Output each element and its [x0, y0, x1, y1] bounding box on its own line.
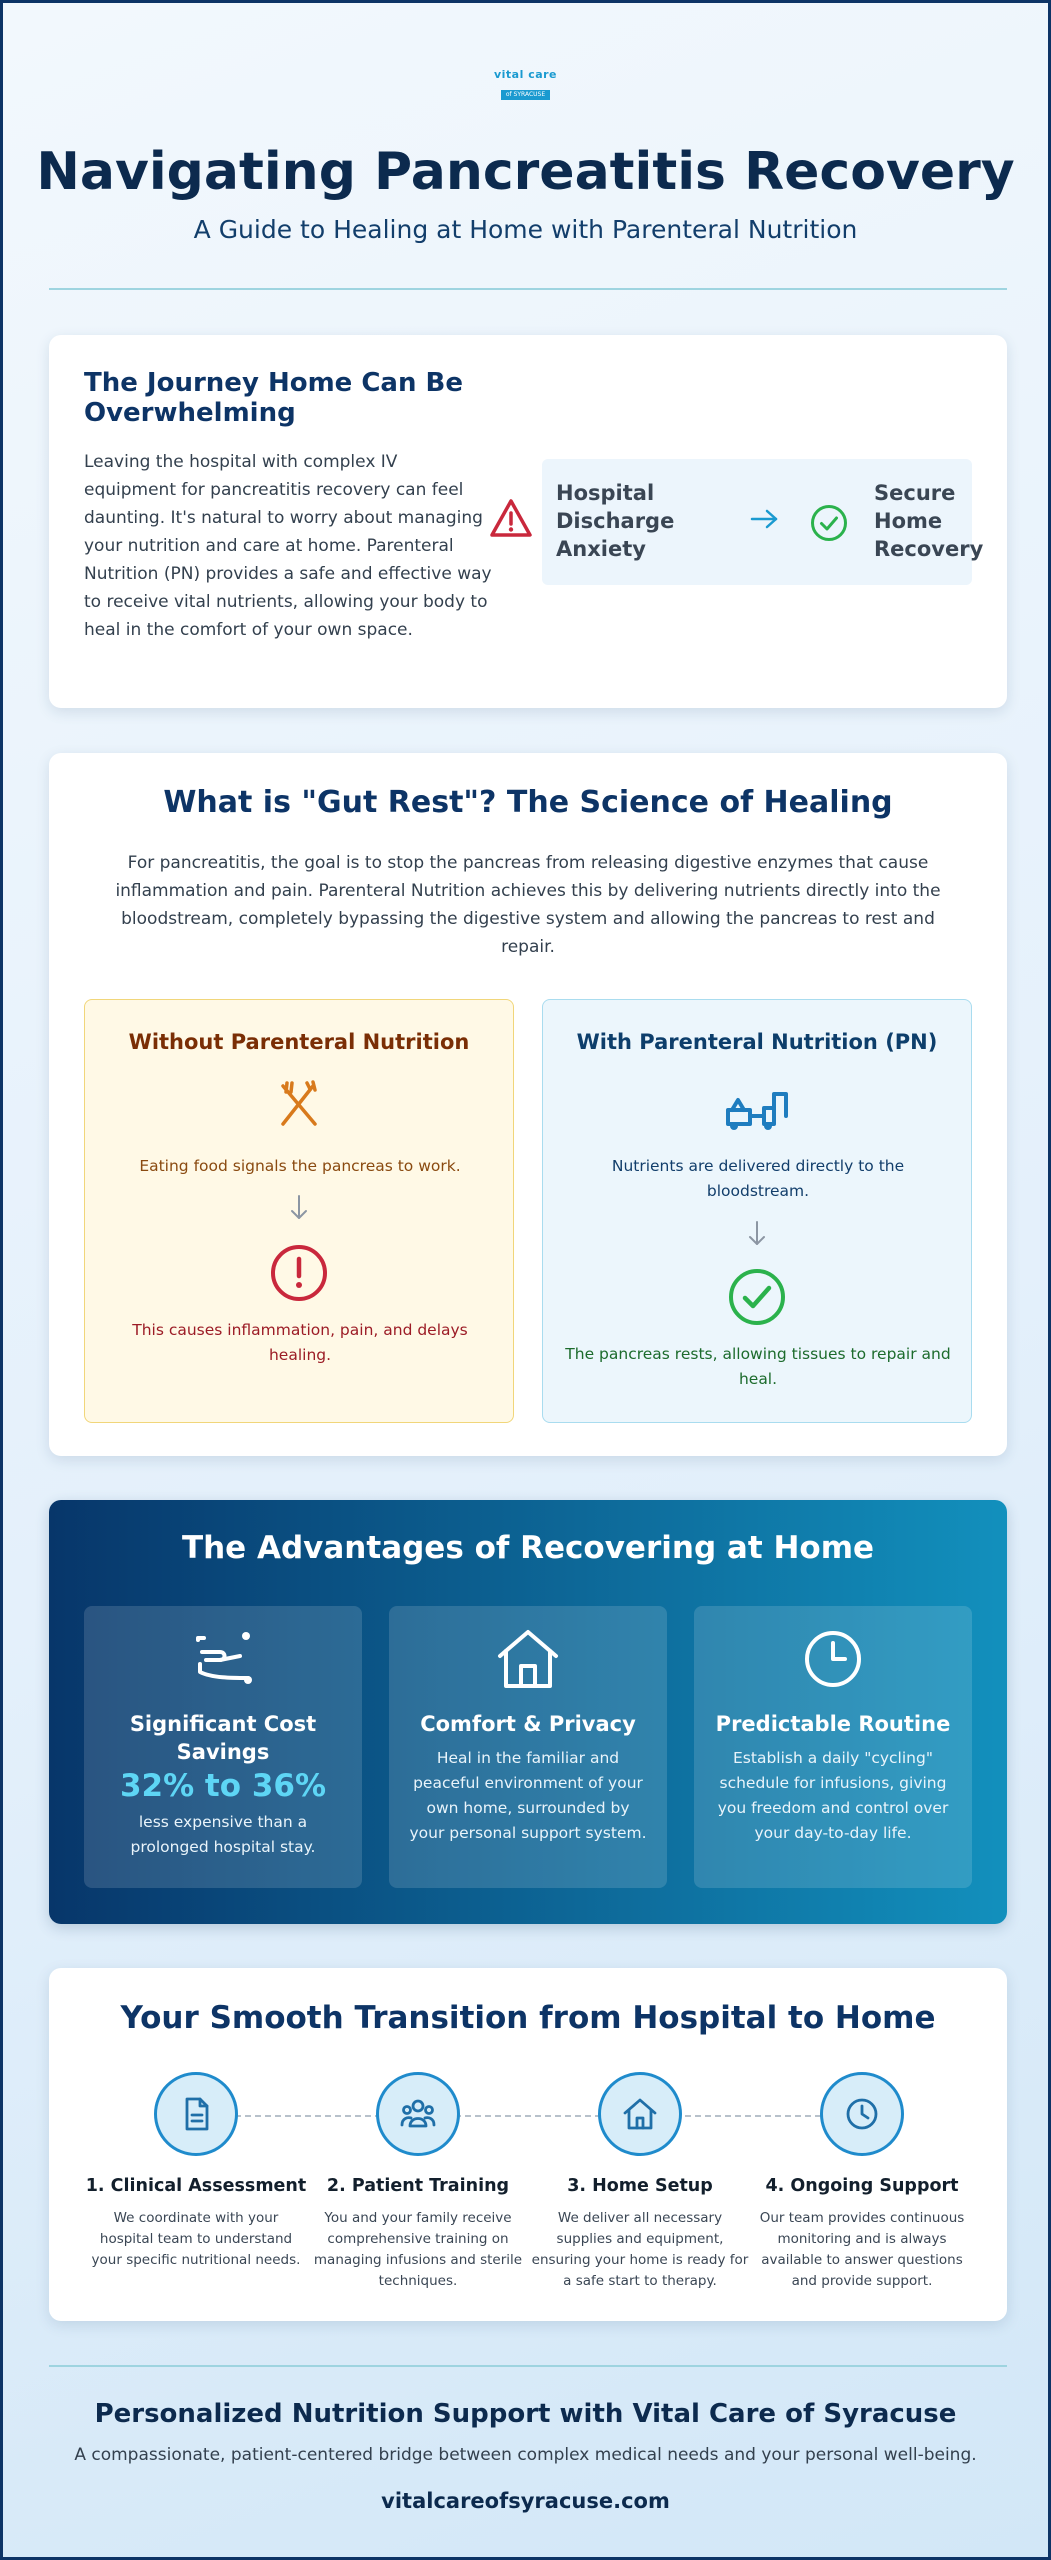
check-circle-icon	[809, 503, 849, 547]
clock-icon	[846, 2098, 878, 2130]
users-icon	[400, 2099, 436, 2128]
advantage-name: Predictable Routine	[715, 1712, 951, 1736]
clock-icon	[694, 1628, 972, 1694]
journey-card: The Journey Home Can Be Overwhelming Lea…	[49, 335, 1007, 708]
alert-circle-icon	[85, 1243, 513, 1307]
step-circle	[820, 2072, 904, 2156]
flow-to-label: Secure Home Recovery	[874, 481, 984, 561]
without-pn-step1: Eating food signals the pancreas to work…	[139, 1157, 461, 1175]
footer-title: Personalized Nutrition Support with Vita…	[94, 2399, 957, 2429]
journey-title: The Journey Home Can Be Overwhelming	[84, 368, 463, 428]
with-pn-step2: The pancreas rests, allowing tissues to …	[565, 1345, 951, 1388]
advantages-title: The Advantages of Recovering at Home	[181, 1530, 875, 1566]
utensils-crossed-icon	[85, 1080, 513, 1132]
advantage-predictable-routine: Predictable Routine Establish a daily "c…	[694, 1606, 972, 1888]
cost-savings-stat: 32% to 36%	[119, 1768, 327, 1804]
step-desc: Our team provides continuous monitoring …	[759, 2210, 965, 2289]
step-circle	[598, 2072, 682, 2156]
step-name: 1. Clinical Assessment	[85, 2176, 307, 2196]
step-name: 4. Ongoing Support	[765, 2176, 959, 2196]
journey-text: Leaving the hospital with complex IV equ…	[84, 452, 492, 640]
recovery-flow: Hospital Discharge Anxiety Secure Home R…	[542, 459, 983, 585]
advantages-card: The Advantages of Recovering at Home Sig…	[49, 1500, 1007, 1924]
warning-icon	[489, 498, 533, 542]
steps-connector	[205, 2115, 851, 2117]
iv-line-icon	[543, 1086, 971, 1136]
page-title: Navigating Pancreatitis Recovery	[36, 142, 1015, 202]
flow-from-label: Hospital Discharge Anxiety	[556, 481, 675, 561]
website-link[interactable]: vitalcareofsyracuse.com	[381, 2489, 670, 2513]
vital-care-logo: vital care of SYRACUSE	[3, 69, 1048, 100]
step-desc: We coordinate with your hospital team to…	[91, 2210, 301, 2268]
transition-title: Your Smooth Transition from Hospital to …	[120, 2000, 936, 2036]
home-icon	[389, 1628, 667, 1694]
document-icon	[185, 2097, 209, 2131]
transition-card: Your Smooth Transition from Hospital to …	[49, 1968, 1007, 2321]
without-pn-step2: This causes inflammation, pain, and dela…	[132, 1321, 468, 1364]
advantage-name: Significant Cost Savings	[129, 1712, 317, 1764]
arrow-down-icon	[85, 1194, 513, 1226]
page-subtitle: A Guide to Healing at Home with Parenter…	[193, 215, 858, 244]
step-name: 2. Patient Training	[326, 2176, 510, 2196]
advantage-name: Comfort & Privacy	[420, 1712, 636, 1736]
arrow-right-icon	[750, 507, 780, 535]
footer-text: A compassionate, patient-centered bridge…	[74, 2445, 977, 2465]
step-circle	[154, 2072, 238, 2156]
without-pn-panel: Without Parenteral Nutrition Eating food…	[84, 999, 514, 1423]
with-pn-step1: Nutrients are delivered directly to the …	[611, 1157, 905, 1200]
footer-divider	[49, 2365, 1007, 2367]
gut-rest-card: What is "Gut Rest"? The Science of Heali…	[49, 753, 1007, 1456]
step-desc: You and your family receive comprehensiv…	[313, 2210, 523, 2289]
step-desc: We deliver all necessary supplies and eq…	[531, 2210, 749, 2289]
advantage-desc: Heal in the familiar and peaceful enviro…	[409, 1749, 647, 1842]
advantage-comfort-privacy: Comfort & Privacy Heal in the familiar a…	[389, 1606, 667, 1888]
advantage-cost-savings: Significant Cost Savings 32% to 36% less…	[84, 1606, 362, 1888]
logo-tagline: of SYRACUSE	[500, 90, 551, 100]
gut-rest-title: What is "Gut Rest"? The Science of Heali…	[163, 785, 893, 820]
without-pn-title: Without Parenteral Nutrition	[128, 1030, 470, 1054]
gut-rest-text: For pancreatitis, the goal is to stop th…	[115, 853, 941, 957]
step-name: 3. Home Setup	[567, 2176, 713, 2196]
arrow-down-icon	[543, 1220, 971, 1252]
with-pn-title: With Parenteral Nutrition (PN)	[576, 1030, 938, 1054]
hand-coins-icon	[84, 1628, 362, 1694]
advantage-desc: less expensive than a prolonged hospital…	[130, 1813, 316, 1856]
logo-wordmark: vital care	[493, 68, 558, 81]
step-circle	[376, 2072, 460, 2156]
header-divider	[49, 288, 1007, 290]
advantage-desc: Establish a daily "cycling" schedule for…	[717, 1749, 949, 1842]
check-circle-icon	[543, 1267, 971, 1331]
with-pn-panel: With Parenteral Nutrition (PN) Nutrients…	[542, 999, 972, 1423]
home-icon	[623, 2098, 657, 2130]
